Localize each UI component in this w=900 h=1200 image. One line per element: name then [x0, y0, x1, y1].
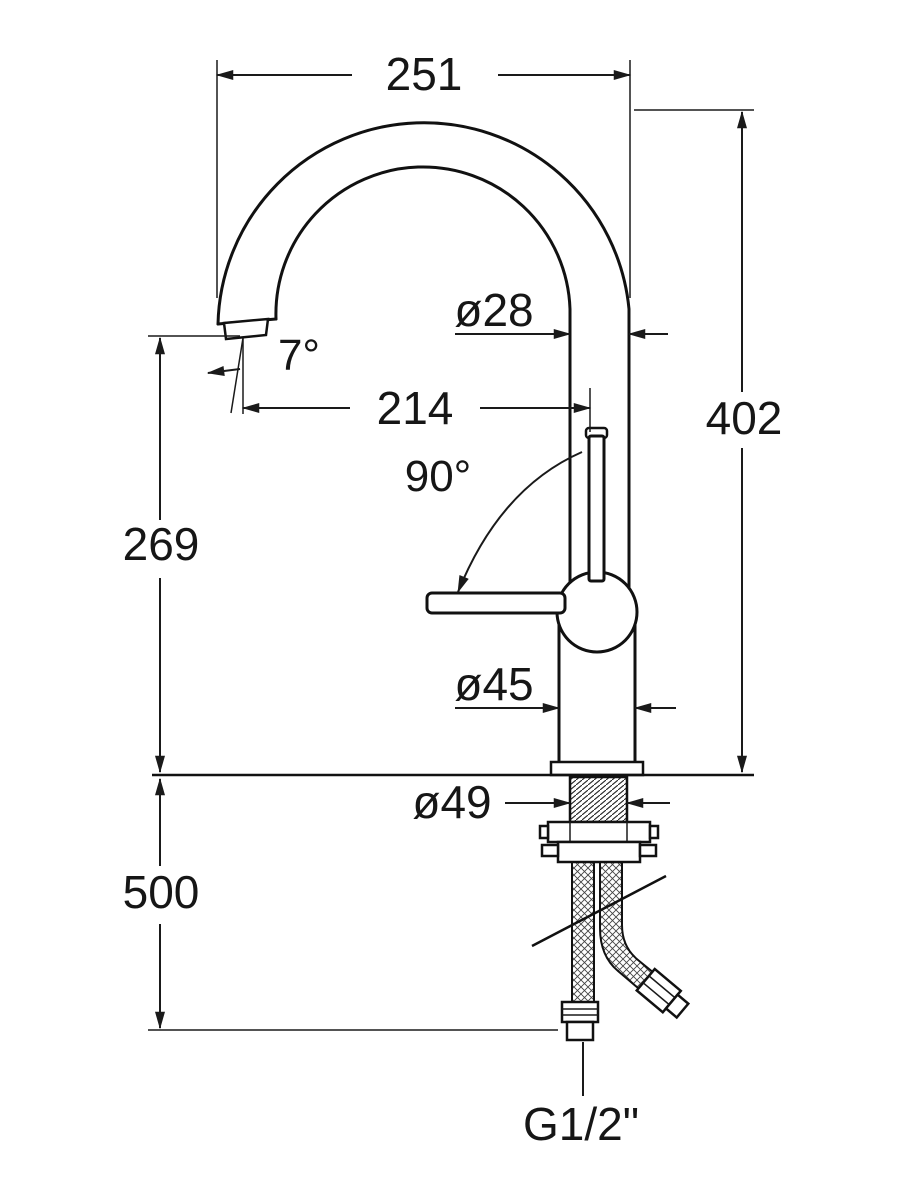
angle-label-90: 90°	[405, 452, 472, 501]
aerator	[222, 317, 270, 341]
angle-spout-tilt: 7°	[206, 331, 320, 414]
angle-handle-swing: 90°	[405, 451, 583, 594]
washer-tab-right	[648, 824, 660, 840]
dimension-spout-diameter: ø28	[454, 284, 668, 339]
handle-rod	[587, 434, 606, 583]
dimension-label-251: 251	[386, 48, 463, 100]
dimension-label-214: 214	[377, 382, 454, 434]
spout-inner-contour	[274, 165, 572, 587]
threaded-shank	[568, 775, 629, 824]
mounting-nut	[556, 840, 642, 864]
handle-ball-joint	[555, 570, 639, 654]
angle-leg	[230, 337, 244, 414]
spout-outer-contour	[216, 121, 631, 602]
dimension-label-d49: ø49	[412, 776, 491, 828]
handle-lever	[425, 591, 567, 615]
nut-wing-right	[638, 843, 658, 858]
hose-right-nut-line	[648, 975, 676, 999]
mounting-hardware	[538, 775, 660, 864]
dimension-top-width: 251	[215, 48, 632, 298]
hose-left-nut	[560, 1000, 600, 1024]
dimension-spout-reach: 214	[241, 338, 592, 434]
nut-wing-left	[540, 843, 560, 858]
dimension-total-height: 402	[634, 109, 783, 774]
dimension-label-402: 402	[706, 392, 783, 444]
hose-break-line	[531, 874, 667, 948]
dimension-label-d28: ø28	[454, 284, 533, 336]
mounting-washer	[546, 820, 652, 844]
thread-callout: G1/2"	[523, 1042, 639, 1150]
base-flange	[549, 760, 645, 777]
hose-right-tip	[664, 992, 691, 1020]
hose-left	[571, 861, 595, 1005]
washer-tab-left	[538, 824, 550, 840]
angle-arc	[457, 451, 583, 594]
hose-right-nut-line	[642, 982, 670, 1006]
angle-label-7: 7°	[278, 331, 320, 380]
dimension-spout-height: 269	[123, 335, 240, 774]
dimension-label-269: 269	[123, 518, 200, 570]
thread-label: G1/2"	[523, 1098, 639, 1150]
supply-hoses	[531, 861, 691, 1042]
hose-right-fitting	[634, 967, 691, 1020]
hose-left-tip	[565, 1020, 595, 1042]
dimension-body-diameter: ø45	[454, 658, 676, 713]
dimension-shank-diameter: ø49	[412, 776, 670, 828]
dimension-label-500: 500	[123, 866, 200, 918]
angle-arrow	[206, 366, 241, 376]
faucet-body	[216, 121, 645, 777]
dimension-label-d45: ø45	[454, 658, 533, 710]
dimension-hose-length: 500	[123, 777, 558, 1031]
